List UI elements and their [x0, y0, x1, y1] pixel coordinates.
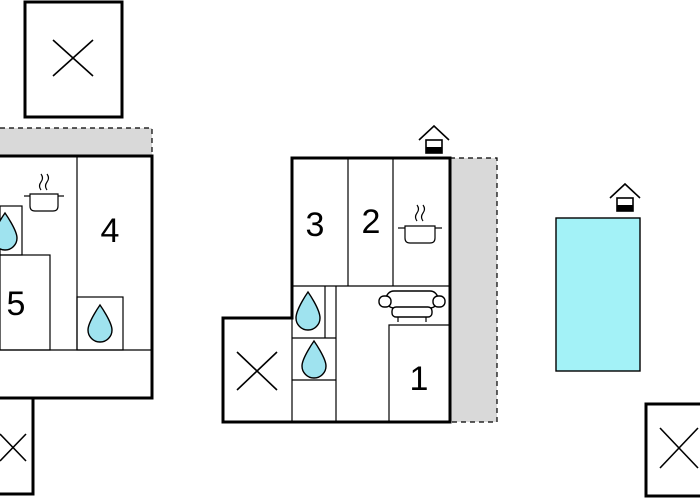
- parking-bottom-left: [0, 396, 35, 496]
- left-building-outline: [0, 154, 154, 400]
- cooking-pot-icon: [398, 204, 442, 244]
- bathroom-outline: [76, 296, 124, 351]
- parking-area: [23, 0, 124, 119]
- terrace: [0, 128, 152, 156]
- cooking-pot-icon: [24, 173, 64, 212]
- sofa-icon: [378, 290, 446, 322]
- x-mark-icon: [0, 433, 27, 462]
- x-mark-icon: [52, 39, 94, 77]
- house-icon: [609, 182, 641, 212]
- x-mark-icon: [659, 427, 699, 469]
- water-drop-icon: [301, 339, 327, 379]
- water-drop-icon: [87, 303, 113, 343]
- house-icon: [418, 124, 450, 154]
- parking-bottom-right: [644, 402, 700, 498]
- left-building: 4 5: [0, 0, 154, 496]
- water-drop-icon: [0, 211, 18, 251]
- bedroom-1-outline: [388, 324, 450, 422]
- swimming-pool: [555, 217, 641, 372]
- room-number-3: 3: [306, 206, 325, 244]
- room-number-5: 5: [7, 285, 26, 323]
- room-number-2: 2: [362, 203, 381, 241]
- terrace-outline: [450, 157, 498, 423]
- bedroom-5-outline: [0, 254, 51, 351]
- parking-top-left: [23, 0, 124, 119]
- terrace: [450, 158, 497, 422]
- parking-area: [644, 402, 700, 498]
- center-building: 3 2 1: [221, 124, 498, 424]
- bathroom-outline: [0, 205, 23, 256]
- room-number-1: 1: [410, 360, 429, 398]
- x-mark-icon: [236, 351, 278, 391]
- pool-area: [555, 182, 641, 372]
- water-drop-icon: [295, 290, 321, 331]
- room-number-4: 4: [101, 212, 120, 250]
- parking-area: [0, 396, 35, 496]
